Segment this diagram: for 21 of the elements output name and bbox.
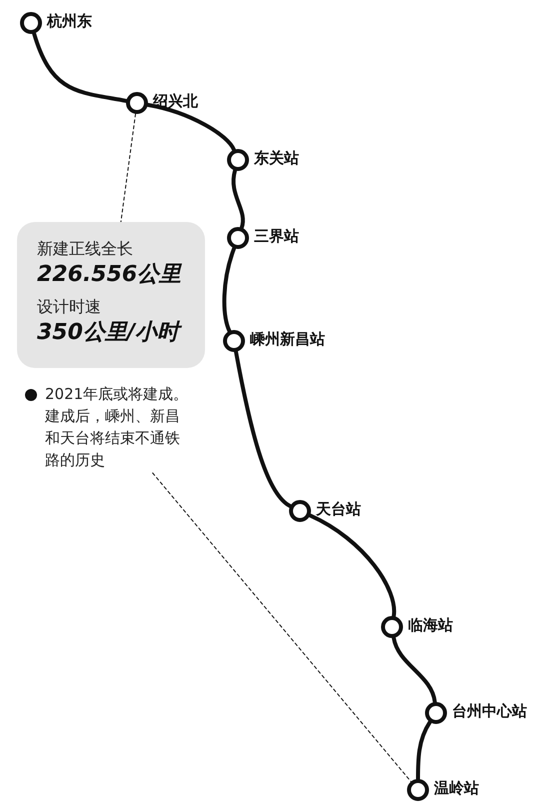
note-text: 2021年底或将建成。建成后，嵊州、新昌和天台将结束不通铁路的历史 xyxy=(45,384,189,471)
info-label: 新建正线全长 xyxy=(37,238,134,260)
station-label: 台州中心站 xyxy=(452,704,527,718)
rail-line xyxy=(232,168,245,230)
info-label: 设计时速 xyxy=(37,296,102,318)
rail-line xyxy=(416,720,432,781)
station-label: 天台站 xyxy=(316,502,361,516)
rail-line xyxy=(146,102,236,152)
leader-line xyxy=(120,113,136,222)
station-label: 三界站 xyxy=(254,228,299,244)
info-value: 226.556公里 xyxy=(37,261,183,289)
info-card xyxy=(17,222,205,368)
station-label: 温岭站 xyxy=(434,780,479,796)
leader-line xyxy=(152,472,412,782)
station-label: 嵊州新昌站 xyxy=(250,332,325,346)
info-value: 350公里/小时 xyxy=(37,318,185,348)
rail-line xyxy=(32,32,128,103)
station-label: 东关站 xyxy=(254,150,299,166)
rail-line xyxy=(392,636,437,704)
station-label: 临海站 xyxy=(408,618,453,632)
station-label: 杭州东 xyxy=(47,14,92,28)
